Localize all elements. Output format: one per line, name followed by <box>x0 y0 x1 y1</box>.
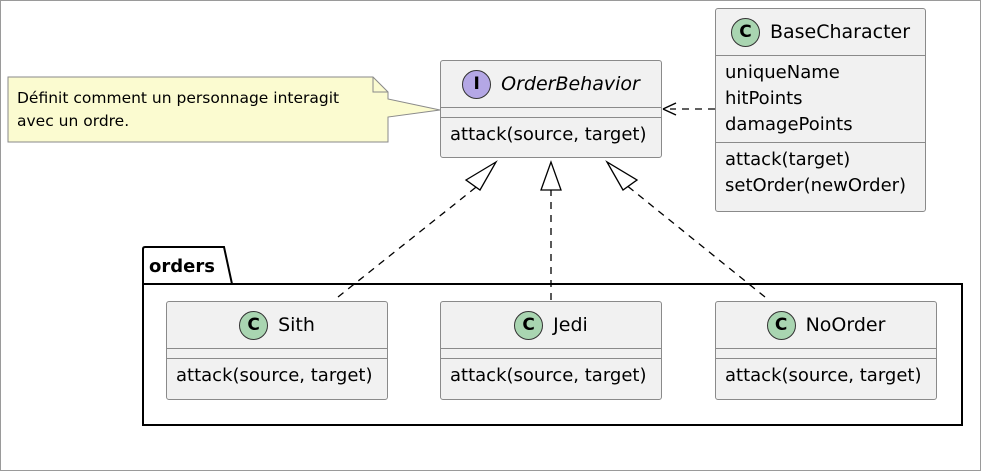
methods-section: attack(source, target) <box>441 118 661 152</box>
field: uniqueName <box>725 62 840 83</box>
methods-section: attack(target) setOrder(newOrder) <box>716 143 925 203</box>
note-line-2: avec un ordre. <box>17 112 130 130</box>
class-name: BaseCharacter <box>769 21 911 43</box>
attributes-section: uniqueName hitPoints damagePoints <box>716 56 925 142</box>
attributes-section <box>167 349 387 358</box>
package-label: orders <box>149 255 215 277</box>
class-base-character[interactable]: C BaseCharacter uniqueName hitPoints dam… <box>715 8 926 212</box>
method: setOrder(newOrder) <box>725 175 907 196</box>
realization-triangle-jedi <box>540 160 562 191</box>
package-tab <box>142 246 233 285</box>
dependency-arrowhead <box>662 102 677 116</box>
realization-triangle-noorder <box>605 160 639 191</box>
note-line-1: Définit comment un personnage interagit <box>17 89 340 107</box>
field: hitPoints <box>725 88 803 109</box>
field: damagePoints <box>725 114 853 135</box>
class-order-behavior[interactable]: I OrderBehavior attack(source, target) <box>440 60 662 158</box>
method: attack(target) <box>725 149 851 170</box>
class-icon: C <box>730 17 760 47</box>
note-fold <box>372 77 388 93</box>
note: Définit comment un personnage interagit … <box>8 77 388 142</box>
class-header: C Sith <box>167 302 387 348</box>
interface-icon: I <box>462 69 492 99</box>
method: attack(source, target) <box>450 365 647 386</box>
realization-triangle-sith <box>464 160 498 191</box>
methods-section: attack(source, target) <box>167 359 387 393</box>
method: attack(source, target) <box>176 365 373 386</box>
class-header: C NoOrder <box>716 302 936 348</box>
class-icon: C <box>239 310 269 340</box>
class-sith[interactable]: C Sith attack(source, target) <box>166 301 388 400</box>
realization-line-sith <box>337 179 486 298</box>
class-header: C BaseCharacter <box>716 9 925 55</box>
package-outline <box>142 283 963 426</box>
class-header: I OrderBehavior <box>441 61 661 107</box>
realization-line-noorder <box>619 179 766 298</box>
attributes-section <box>441 349 661 358</box>
class-jedi[interactable]: C Jedi attack(source, target) <box>440 301 662 400</box>
attributes-section <box>441 108 661 117</box>
class-header: C Jedi <box>441 302 661 348</box>
methods-section: attack(source, target) <box>441 359 661 393</box>
method: attack(source, target) <box>725 365 922 386</box>
class-name: NoOrder <box>805 314 886 336</box>
method: attack(source, target) <box>450 124 647 145</box>
class-name: OrderBehavior <box>501 73 640 95</box>
class-name: Jedi <box>553 314 588 336</box>
class-no-order[interactable]: C NoOrder attack(source, target) <box>715 301 937 400</box>
class-icon: C <box>766 310 796 340</box>
methods-section: attack(source, target) <box>716 359 936 393</box>
class-icon: C <box>514 310 544 340</box>
class-name: Sith <box>278 314 315 336</box>
attributes-section <box>716 349 936 358</box>
